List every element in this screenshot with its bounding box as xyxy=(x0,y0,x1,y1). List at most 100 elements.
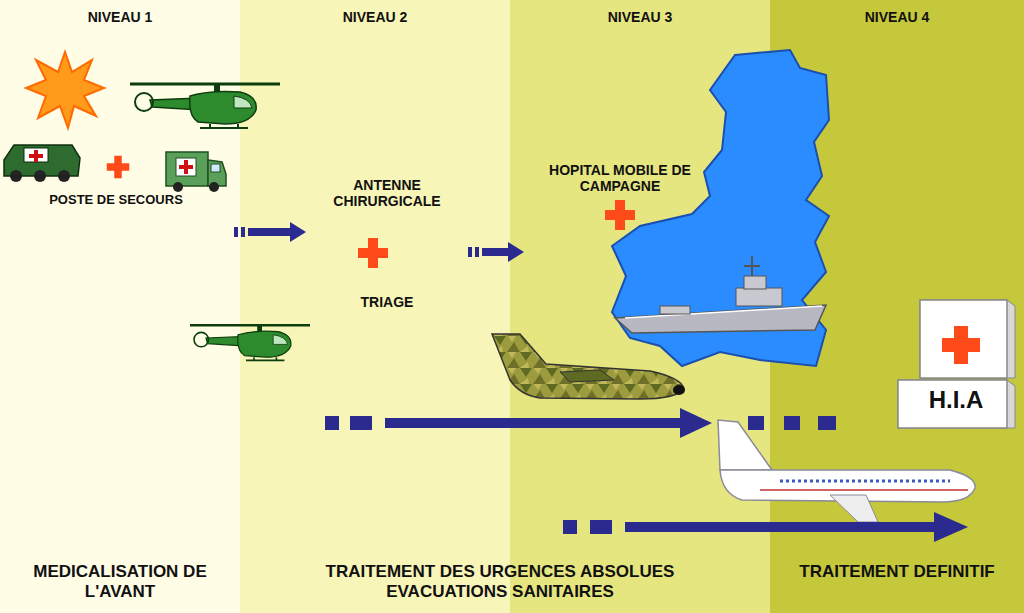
unit-name: ANTENNE CHIRURGICALE xyxy=(308,177,466,209)
dashed-arrow xyxy=(784,416,800,430)
dashed-arrow xyxy=(625,522,937,532)
text-slot: H.I.A xyxy=(895,386,1017,414)
helicopter xyxy=(190,325,310,360)
ambulance xyxy=(208,160,226,186)
level-caption: TRAITEMENT DES URGENCES ABSOLUES EVACUAT… xyxy=(290,562,710,601)
transport-plane xyxy=(560,370,614,382)
node-label: H.I.A xyxy=(929,386,984,414)
red-cross xyxy=(358,238,388,268)
dashed-arrow xyxy=(385,418,683,428)
level-heading: NIVEAU 1 xyxy=(88,9,153,25)
text-slot: NIVEAU 3 xyxy=(510,8,770,26)
arrow-head xyxy=(290,222,306,242)
armored-vehicle xyxy=(4,145,80,176)
level-caption: TRAITEMENT DEFINITIF xyxy=(799,562,994,582)
arrow-shaft xyxy=(248,228,292,236)
text-slot: POSTE DE SECOURS xyxy=(0,190,232,208)
level-band: NIVEAU 2 ANTENNE CHIRURGICALE TRIAGE xyxy=(240,0,510,613)
arrow-dash xyxy=(241,227,245,237)
dashed-arrow xyxy=(590,520,612,534)
arrow-dash xyxy=(475,247,479,257)
dashed-arrow xyxy=(818,416,836,430)
airliner xyxy=(780,480,950,483)
ambulance xyxy=(166,152,208,186)
dashed-arrow xyxy=(563,512,968,542)
armored-vehicle xyxy=(24,148,48,162)
red-cross xyxy=(605,200,635,230)
armored-vehicle xyxy=(58,170,70,182)
level-heading: NIVEAU 4 xyxy=(865,9,930,25)
red-cross xyxy=(358,238,388,268)
map-region xyxy=(612,50,829,366)
text-slot: HOPITAL MOBILE DE CAMPAGNE xyxy=(526,162,714,195)
text-slot: MEDICALISATION DE L'AVANT xyxy=(0,562,240,601)
ship xyxy=(744,265,760,267)
airliner xyxy=(718,420,772,470)
node-label: POSTE DE SECOURS xyxy=(49,193,183,208)
explosion xyxy=(26,52,104,128)
dashed-arrow xyxy=(350,416,372,430)
airliner xyxy=(718,420,975,522)
text-slot: NIVEAU 2 xyxy=(240,8,510,26)
building-side xyxy=(920,300,1015,378)
airliner xyxy=(720,470,975,502)
node-label: NIVEAU 2 xyxy=(343,9,408,25)
flow-arrow xyxy=(234,222,306,242)
ship xyxy=(744,276,766,289)
flow-arrow xyxy=(468,242,524,262)
red-cross xyxy=(942,326,980,364)
dashed-arrow xyxy=(563,520,577,534)
level-band: NIVEAU 4 TRAITEMENT DEFINITIF H.I.A xyxy=(770,0,1024,613)
aid-station: POSTE DE SECOURS xyxy=(0,140,232,240)
explosion xyxy=(26,52,104,128)
red-cross xyxy=(107,156,130,179)
dashed-arrow xyxy=(934,512,968,542)
text-slot: ANTENNE CHIRURGICALE xyxy=(308,177,466,210)
helicopter xyxy=(130,84,280,128)
arrow-shaft xyxy=(482,248,510,256)
map-region xyxy=(612,50,829,366)
red-cross xyxy=(605,200,635,230)
ship xyxy=(736,288,782,306)
transport-plane xyxy=(673,385,685,395)
level-caption: MEDICALISATION DE L'AVANT xyxy=(20,562,220,601)
ambulance xyxy=(211,164,220,172)
airliner xyxy=(760,489,968,491)
transport-plane xyxy=(492,334,684,399)
arrow-dash xyxy=(234,227,238,237)
armored-vehicle xyxy=(10,170,22,182)
level-band: NIVEAU 1 MEDICALISATION DE L'AVANT POSTE D… xyxy=(0,0,240,613)
text-slot: TRAITEMENT DEFINITIF xyxy=(770,562,1024,582)
armored-vehicle xyxy=(34,170,46,182)
armored-vehicle xyxy=(29,150,43,162)
ambulance xyxy=(176,158,196,176)
ship xyxy=(751,256,753,292)
ambulance xyxy=(166,152,226,192)
node-label: NIVEAU 3 xyxy=(608,9,673,25)
field-hospital: HOPITAL MOBILE DE CAMPAGNE xyxy=(526,160,714,260)
ambulance xyxy=(173,182,183,192)
building-side xyxy=(898,380,1015,428)
dashed-arrow xyxy=(680,408,712,438)
transport-plane xyxy=(492,334,685,399)
unit-role: TRIAGE xyxy=(361,294,414,310)
ship xyxy=(660,306,690,314)
military-hospital: H.I.A xyxy=(895,298,1017,430)
building-lower xyxy=(898,380,1007,428)
level-band: NIVEAU 3 HOPITAL MOBILE DE CAMPAGNE xyxy=(510,0,770,613)
text-slot: NIVEAU 4 xyxy=(770,8,1024,26)
node-label: HOPITAL MOBILE DE CAMPAGNE xyxy=(526,162,714,194)
arrow-head xyxy=(508,242,524,262)
airliner xyxy=(830,495,878,522)
ship xyxy=(615,305,826,333)
helicopter xyxy=(130,84,280,128)
ambulance xyxy=(179,160,193,174)
text-slot: TRIAGE xyxy=(308,293,466,311)
ship xyxy=(615,256,826,333)
dashed-arrow xyxy=(325,408,836,438)
text-slot: TRAITEMENT DES URGENCES ABSOLUES EVACUAT… xyxy=(265,562,735,601)
armored-vehicle xyxy=(4,145,80,182)
